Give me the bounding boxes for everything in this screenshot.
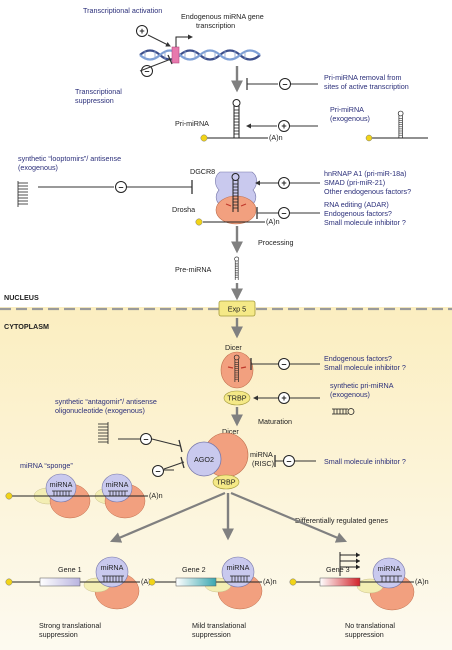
svg-text:miRNA: miRNA [378,564,401,573]
minus-icon: – [283,455,295,467]
antagomir-label: synthetic “antagomir”/ antisense oligonu… [55,397,159,415]
cytoplasm-label: CYTOPLASM [4,322,49,331]
minus-icon: – [140,433,152,445]
svg-text:TRBP: TRBP [227,394,246,403]
plus-icon: + [278,120,290,132]
endogenous-transcription-label: Endogenous miRNA gene transcription [181,12,266,30]
svg-text:Exp 5: Exp 5 [228,305,246,314]
maturation-label: Maturation [258,417,292,426]
minus-icon: – [141,65,153,77]
svg-text:+: + [281,178,286,188]
plus-icon: + [278,177,290,189]
dicer-complex: TRBP [220,351,254,406]
polya-label: (A)n [149,491,163,500]
dgcr8-label: DGCR8 [190,167,215,176]
sponge-label: miRNA “sponge” [20,461,73,470]
svg-text:miRNA: miRNA [101,563,124,572]
targets-heading: Differentially regulated genes [295,516,388,525]
risc-inhibitor-label: Small molecule inhibitor ? [324,457,406,466]
svg-text:miRNA: miRNA [227,563,250,572]
svg-text:miRNA: miRNA [106,480,129,489]
svg-text:+: + [139,26,144,36]
nucleus-label: NUCLEUS [4,293,39,302]
dicer-inhibitors-label: Endogenous factors? Small molecule inhib… [324,354,406,372]
plus-icon: + [278,392,290,404]
minus-icon: – [152,465,164,477]
svg-text:–: – [155,466,160,476]
risc-dicer-label: Dicer [222,427,239,436]
gene-3-target: Gene 3 miRNA (A)n [289,552,429,611]
svg-text:–: – [281,359,286,369]
svg-text:–: – [286,456,291,466]
svg-text:+: + [281,121,286,131]
mirna-risc-label: miRNA (RISC) [250,450,274,468]
minus-icon: – [279,78,291,90]
microprocessor-complex [195,171,265,226]
synthetic-pri-mirna-label: synthetic pri-miRNA (exogenous) [330,381,395,399]
polya-label: (A)n [266,217,280,226]
gene-1-target: Gene 1 miRNA (A)n [5,556,155,610]
svg-text:TRBP: TRBP [216,478,235,487]
svg-text:–: – [282,79,287,89]
antagomir-oligo-icon [98,422,109,444]
gene-2-outcome: Mild translational suppression [192,621,248,639]
svg-text:AGO2: AGO2 [194,455,214,464]
synthetic-hairpin-icon [332,408,355,415]
transcriptional-activation-label: Transcriptional activation [83,6,162,15]
pri-mirna-removal-label: Pri-miRNA removal from sites of active t… [324,73,409,91]
polya-label: (A)n [269,133,283,142]
plus-icon: + [136,25,148,37]
minus-icon: – [278,207,290,219]
svg-text:–: – [143,434,148,444]
processing-label: Processing [258,238,294,247]
minus-icon: – [278,358,290,370]
exportin5-box: Exp 5 [218,300,256,317]
svg-text:(A)n: (A)n [141,577,155,586]
risc-complex: AGO2 TRBP [186,432,249,490]
adar-label: RNA editing (ADAR) Endogenous factors? S… [324,200,406,227]
svg-text:Gene 2: Gene 2 [182,565,206,574]
pri-mirna-label: Pri-miRNA [175,119,209,128]
dicer-label: Dicer [225,343,242,352]
svg-text:+: + [281,393,286,403]
gene-2-target: Gene 2 miRNA (A)n [148,556,277,610]
svg-text:Gene 3: Gene 3 [326,565,350,574]
svg-text:–: – [118,182,123,192]
svg-text:(A)n: (A)n [415,577,429,586]
svg-text:miRNA: miRNA [50,480,73,489]
svg-text:Gene 1: Gene 1 [58,565,82,574]
hnrnp-smad-label: hnRNAP A1 (pri-miR-18a) SMAD (pri-miR-21… [324,169,411,196]
svg-text:–: – [144,66,149,76]
svg-text:(A)n: (A)n [263,577,277,586]
gene-3-outcome: No translational suppression [345,621,397,639]
minus-icon: – [115,181,127,193]
drosha-label: Drosha [172,205,195,214]
mirna-sponge: miRNA miRNA [5,473,148,519]
gene-1-outcome: Strong translational suppression [39,621,103,639]
svg-text:–: – [281,208,286,218]
transcriptional-suppression-label: Transcriptional suppression [75,87,124,105]
antisense-oligo-icon [17,181,28,207]
dna-helix [139,46,261,64]
pre-mirna-label: Pre-miRNA [175,265,212,274]
pri-mirna-exogenous-label: Pri-miRNA (exogenous) [330,105,370,123]
looptomirs-label: synthetic “looptomirs”/ antisense (exoge… [18,154,123,172]
